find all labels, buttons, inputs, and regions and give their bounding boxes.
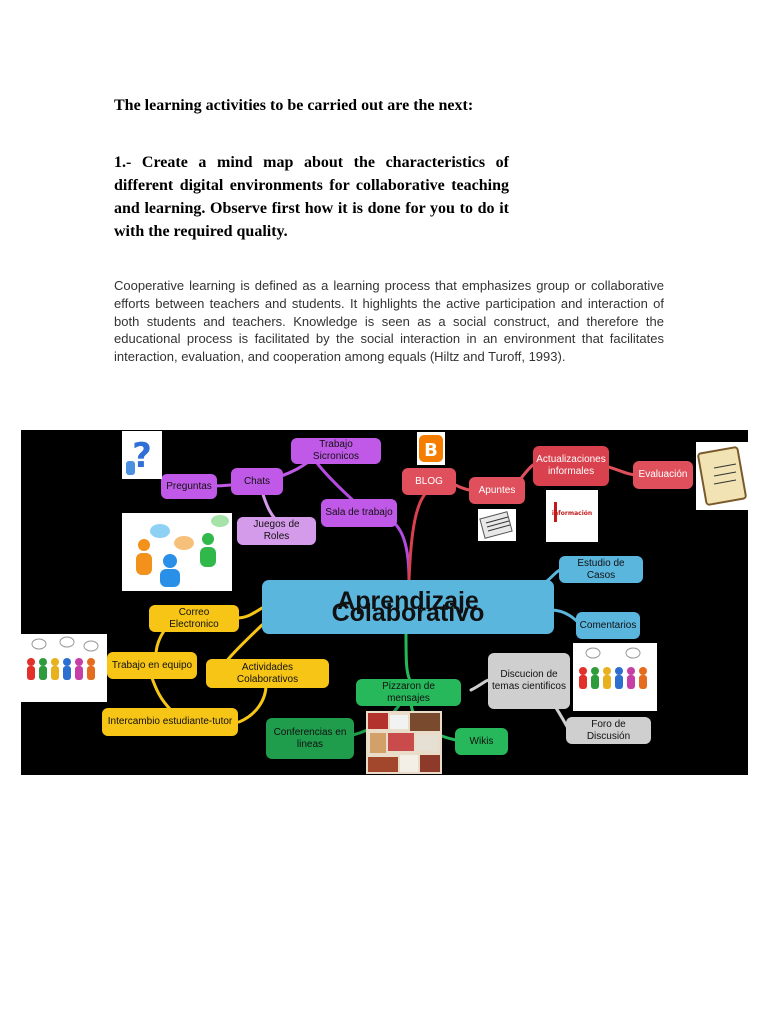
evaluation-clipboard (696, 442, 748, 510)
node-wikis: Wikis (455, 728, 508, 755)
svg-text:información: información (552, 510, 592, 517)
node-intercambio: Intercambio estudiante-tutor (102, 708, 238, 736)
node-pizzaron: Pizzaron de mensajes (356, 679, 461, 706)
mindmap-center: Aprendizaje Colaborativo (262, 580, 554, 634)
intro-paragraph: The learning activities to be carried ou… (114, 97, 474, 114)
mind-map: Aprendizaje Colaborativo Preguntas Chats… (21, 430, 748, 775)
node-conferencias: Conferencias en lineas (266, 718, 354, 759)
node-preguntas: Preguntas (161, 474, 217, 499)
node-chats: Chats (231, 468, 283, 495)
body-paragraph: Cooperative learning is defined as a lea… (114, 278, 664, 365)
question-icon: ? (122, 431, 162, 479)
blogger-logo: B (417, 432, 445, 465)
people-group-right (573, 643, 657, 711)
node-sala-trabajo: Sala de trabajo (321, 499, 397, 527)
node-actualizaciones: Actualizaciones informales (533, 446, 609, 486)
node-blog: BLOG (402, 468, 456, 495)
node-juegos-roles: Juegos de Roles (237, 517, 316, 545)
node-discusion: Discucion de temas cientificos (488, 653, 570, 709)
node-evaluacion: Evaluación (633, 461, 693, 489)
collage-image (366, 711, 442, 774)
node-correo: Correo Electronico (149, 605, 239, 632)
node-trabajo-equipo: Trabajo en equipo (107, 652, 197, 679)
people-chat-icon (122, 513, 232, 591)
node-foro: Foro de Discusión (566, 717, 651, 744)
node-estudio-casos: Estudio de Casos (559, 556, 643, 583)
svg-text:?: ? (132, 436, 152, 476)
svg-text:B: B (424, 440, 438, 461)
node-actividades: Actividades Colaborativos (206, 659, 329, 688)
task-paragraph: 1.- Create a mind map about the characte… (114, 154, 509, 240)
node-apuntes: Apuntes (469, 477, 525, 504)
informacion-image: información (546, 490, 598, 542)
node-comentarios: Comentarios (576, 612, 640, 639)
notes-icon (478, 509, 516, 541)
node-trabajo-sincronicos: Trabajo Sicronicos (291, 438, 381, 464)
people-group-left (21, 634, 107, 702)
